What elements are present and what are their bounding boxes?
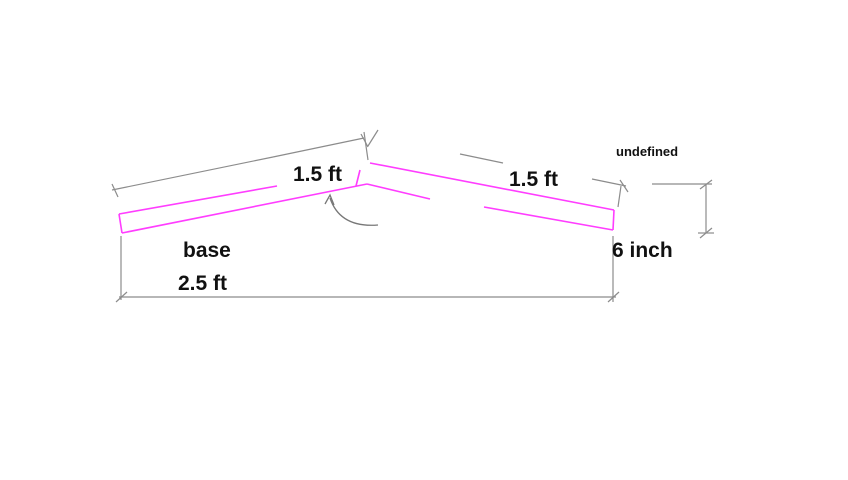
base-length-label: 2.5 ft — [178, 272, 228, 295]
left-roof-panel — [118, 169, 368, 234]
right-slope-dimension-line-b — [591, 178, 627, 187]
left-slope-end-tick-a — [111, 183, 119, 198]
left-slope-length-label: 1.5 ft — [293, 163, 343, 186]
right-slope-dimension-line-a — [459, 153, 504, 164]
base-label: base — [183, 239, 231, 262]
right-roof-panel — [366, 162, 615, 231]
left-slope-end-tick-b — [360, 133, 369, 148]
dimension-lines — [111, 129, 714, 303]
left-slope-dimension-line — [111, 156, 274, 191]
undefined-label: undefined — [616, 144, 679, 159]
thickness-label: 6 inch — [612, 239, 673, 262]
right-slope-length-label: 1.5 ft — [509, 168, 559, 191]
apex-angle-arc — [324, 193, 379, 226]
